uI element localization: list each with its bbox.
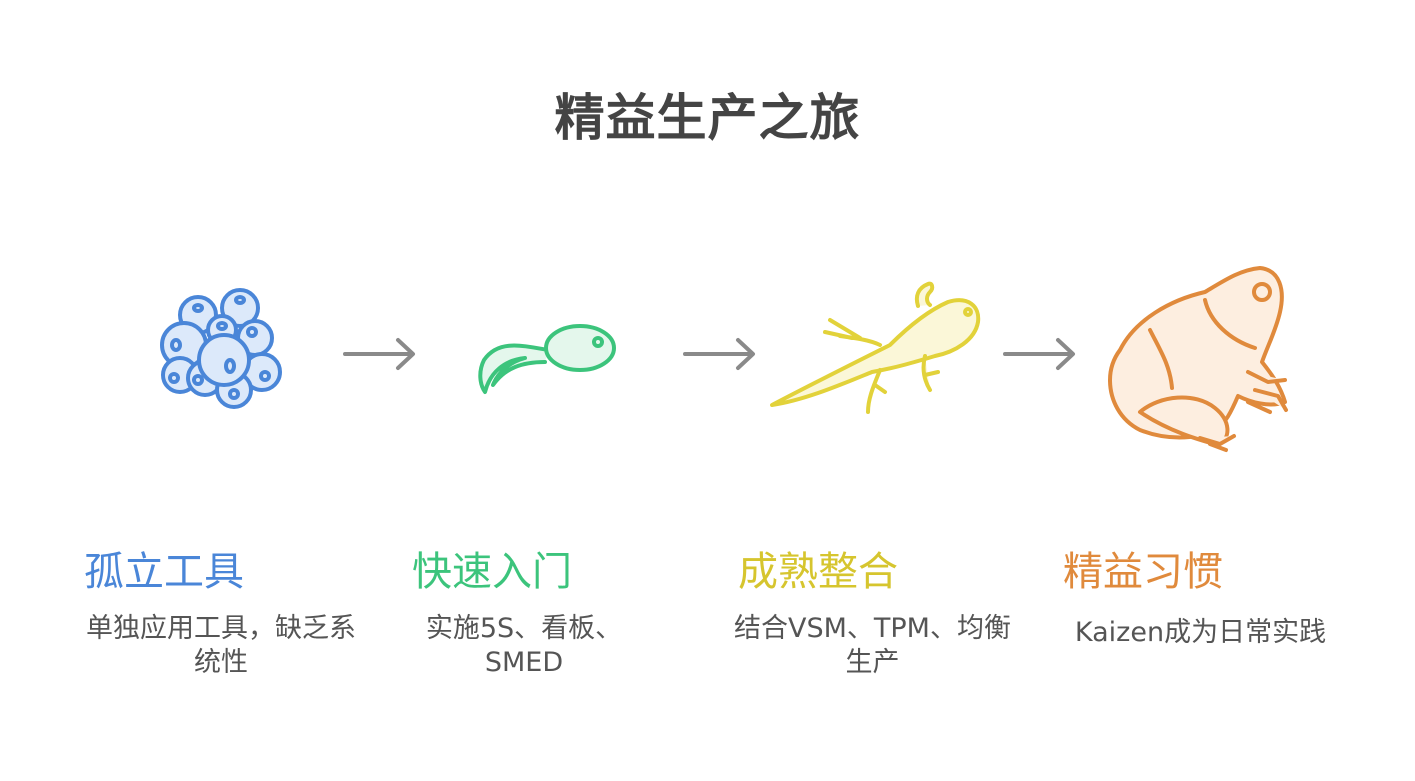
- stage-desc-1: 单独应用工具，缺乏系统性: [76, 612, 366, 680]
- arrow-icon: [685, 340, 753, 368]
- arrow-icon: [1005, 340, 1073, 368]
- stage-desc-2: 实施5S、看板、SMED: [412, 612, 636, 680]
- tadpole-icon: [480, 326, 614, 392]
- frog-icon: [1110, 268, 1286, 450]
- stage-title-4: 精益习惯: [1063, 539, 1223, 597]
- froglet-icon: [772, 284, 978, 412]
- frog-eggs-icon: [162, 290, 280, 407]
- stage-title-2: 快速入门: [412, 539, 572, 597]
- stage-desc-4: Kaizen成为日常实践: [1058, 616, 1343, 650]
- arrow-icon: [345, 340, 413, 368]
- stage-title-1: 孤立工具: [84, 539, 244, 597]
- stage-title-3: 成熟整合: [738, 539, 898, 597]
- stage-desc-3: 结合VSM、TPM、均衡生产: [730, 612, 1015, 680]
